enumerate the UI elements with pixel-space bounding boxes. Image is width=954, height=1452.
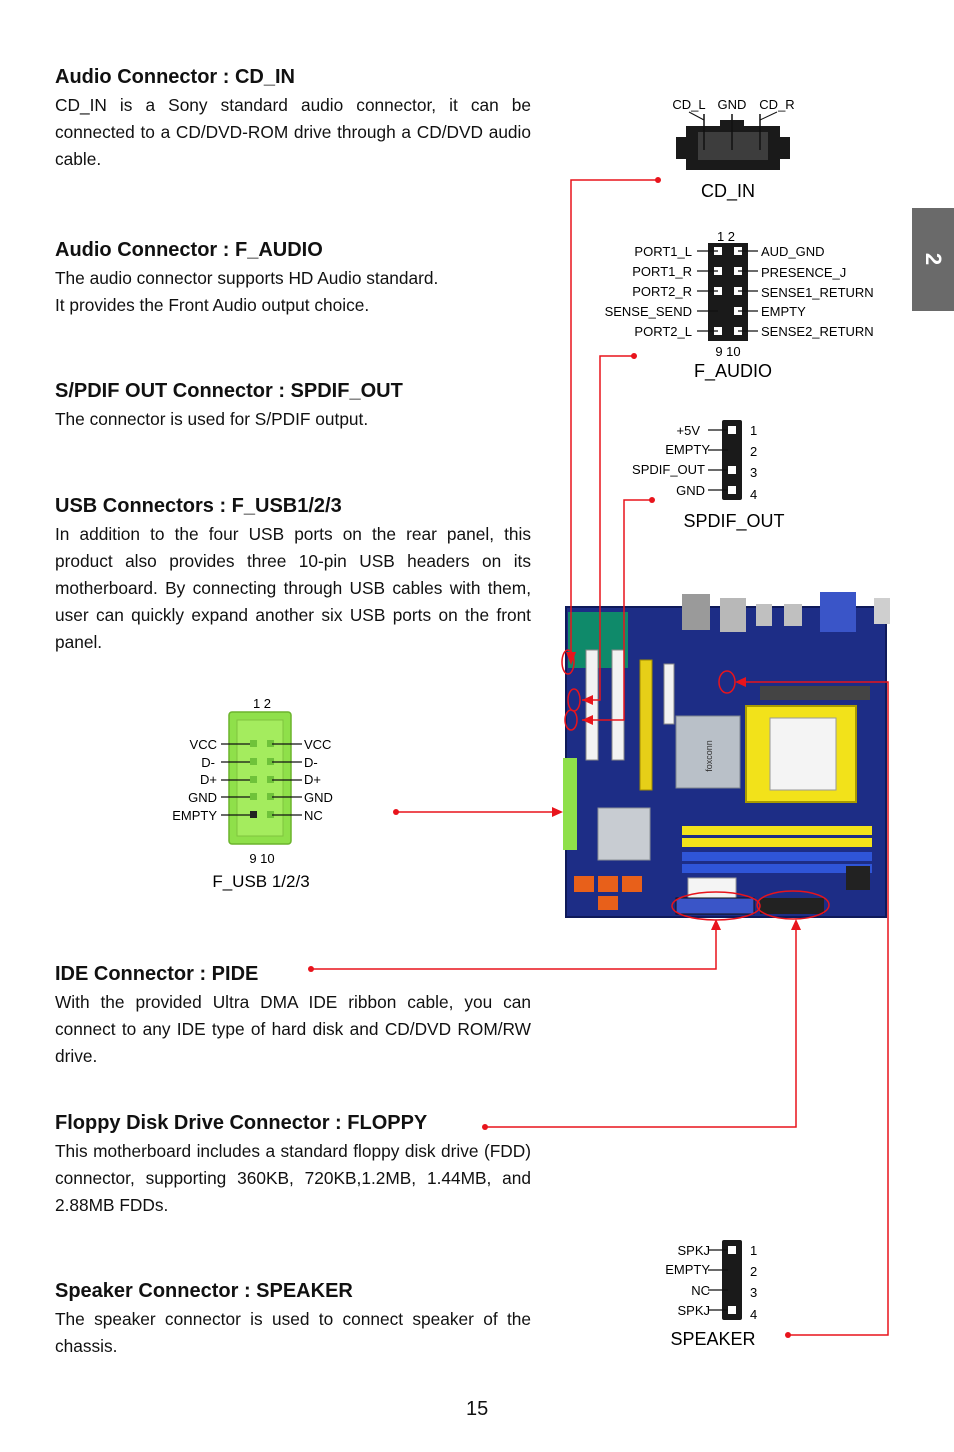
spdif-label-3: SPDIF_OUT: [632, 462, 705, 477]
usb-top-pins: 1 2: [253, 696, 271, 711]
cd-in-pin-gnd: GND: [718, 97, 747, 112]
page-number: 15: [466, 1398, 489, 1420]
f-audio-right-1: AUD_GND: [761, 244, 825, 259]
f-audio-left-5: PORT2_L: [634, 324, 692, 339]
section-body-cd-in: CD_IN is a Sony standard audio connector…: [55, 95, 531, 169]
section-body-ide: With the provided Ultra DMA IDE ribbon c…: [55, 992, 531, 1066]
usb-pin: [250, 776, 257, 783]
motherboard-image: foxconn: [563, 592, 890, 918]
f-audio-right-5: SENSE2_RETURN: [761, 324, 874, 339]
section-body-floppy: This motherboard includes a standard flo…: [55, 1141, 531, 1215]
usb-pin: [267, 811, 274, 818]
usb-bottom-pins: 9 10: [249, 851, 274, 866]
speaker-num-2: 2: [750, 1264, 757, 1279]
spdif-label-4: GND: [676, 483, 705, 498]
spdif-num-2: 2: [750, 444, 757, 459]
usb-pin: [250, 740, 257, 747]
f-audio-left-3: PORT2_R: [632, 284, 692, 299]
section-title-f-audio: Audio Connector : F_AUDIO: [55, 239, 323, 261]
cd-in-pin-cdl: CD_L: [672, 97, 705, 112]
cd-in-diagram: CD_L GND CD_R CD_IN: [672, 97, 794, 202]
usb-left-4: GND: [188, 790, 217, 805]
f-audio-right-2: PRESENCE_J: [761, 265, 846, 280]
usb-right-2: D-: [304, 755, 318, 770]
usb-left-1: VCC: [190, 737, 217, 752]
spdif-diagram: +5V EMPTY SPDIF_OUT GND 1 2 3 4 SPDIF_OU…: [632, 420, 785, 532]
cd-in-pin-cdr: CD_R: [759, 97, 794, 112]
speaker-label-1: SPKJ: [677, 1243, 710, 1258]
usb-pin: [250, 811, 257, 818]
section-title-spdif: S/PDIF OUT Connector : SPDIF_OUT: [55, 380, 403, 402]
speaker-label-2: EMPTY: [665, 1262, 710, 1277]
section-title-speaker: Speaker Connector : SPEAKER: [55, 1280, 353, 1302]
chapter-tab: 2: [912, 208, 954, 311]
usb-pin: [267, 793, 274, 800]
usb-left-3: D+: [200, 772, 217, 787]
board-brand: foxconn: [704, 740, 714, 772]
section-title-ide: IDE Connector : PIDE: [55, 963, 259, 985]
section-title-floppy: Floppy Disk Drive Connector : FLOPPY: [55, 1112, 428, 1134]
spdif-header: [722, 420, 742, 500]
section-body-speaker: The speaker connector is used to connect…: [55, 1309, 531, 1356]
f-audio-right-4: EMPTY: [761, 304, 806, 319]
section-body-usb: In addition to the four USB ports on the…: [55, 524, 531, 652]
usb-pin: [250, 758, 257, 765]
f-audio-right-3: SENSE1_RETURN: [761, 285, 874, 300]
spdif-label-1: +5V: [677, 423, 701, 438]
usb-left-5: EMPTY: [172, 808, 217, 823]
f-audio-left-1: PORT1_L: [634, 244, 692, 259]
f-audio-left-4: SENSE_SEND: [605, 304, 692, 319]
usb-name: F_USB 1/2/3: [212, 872, 309, 891]
speaker-num-1: 1: [750, 1243, 757, 1258]
spdif-num-4: 4: [750, 487, 757, 502]
speaker-name: SPEAKER: [670, 1329, 755, 1349]
spdif-label-2: EMPTY: [665, 442, 710, 457]
spdif-num-1: 1: [750, 423, 757, 438]
speaker-diagram: SPKJ EMPTY NC SPKJ 1 2 3 4 SPEAKER: [665, 1240, 757, 1349]
f-audio-diagram: 1 2 PORT1_L PORT1_R PORT2_R SENSE_SEND P…: [605, 229, 874, 382]
section-body-f-audio: The audio connector supports HD Audio st…: [55, 268, 439, 315]
f-audio-bottom-pins: 9 10: [715, 344, 740, 359]
usb-right-4: GND: [304, 790, 333, 805]
usb-left-2: D-: [201, 755, 215, 770]
usb-right-3: D+: [304, 772, 321, 787]
callout-dots: [308, 177, 801, 1338]
f-audio-left-2: PORT1_R: [632, 264, 692, 279]
speaker-label-3: NC: [691, 1283, 710, 1298]
spdif-name: SPDIF_OUT: [683, 511, 784, 532]
usb-pin: [267, 740, 274, 747]
section-body-spdif: The connector is used for S/PDIF output.: [55, 409, 369, 429]
f-audio-name: F_AUDIO: [694, 361, 772, 382]
speaker-header: [722, 1240, 742, 1320]
usb-right-1: VCC: [304, 737, 331, 752]
usb-right-5: NC: [304, 808, 323, 823]
speaker-num-3: 3: [750, 1285, 757, 1300]
speaker-num-4: 4: [750, 1307, 757, 1322]
spdif-num-3: 3: [750, 465, 757, 480]
f-audio-top-pins: 1 2: [717, 229, 735, 244]
section-title-cd-in: Audio Connector : CD_IN: [55, 66, 295, 88]
usb-pin: [267, 758, 274, 765]
usb-pin: [267, 776, 274, 783]
usb-diagram: 1 2 VCC D- D+ GND EMPTY VCC D- D+ GND NC…: [172, 696, 333, 891]
section-title-usb: USB Connectors : F_USB1/2/3: [55, 495, 342, 517]
callout-lines: [311, 179, 889, 1336]
cd-in-name: CD_IN: [701, 181, 755, 202]
usb-pin: [250, 793, 257, 800]
speaker-label-4: SPKJ: [677, 1303, 710, 1318]
